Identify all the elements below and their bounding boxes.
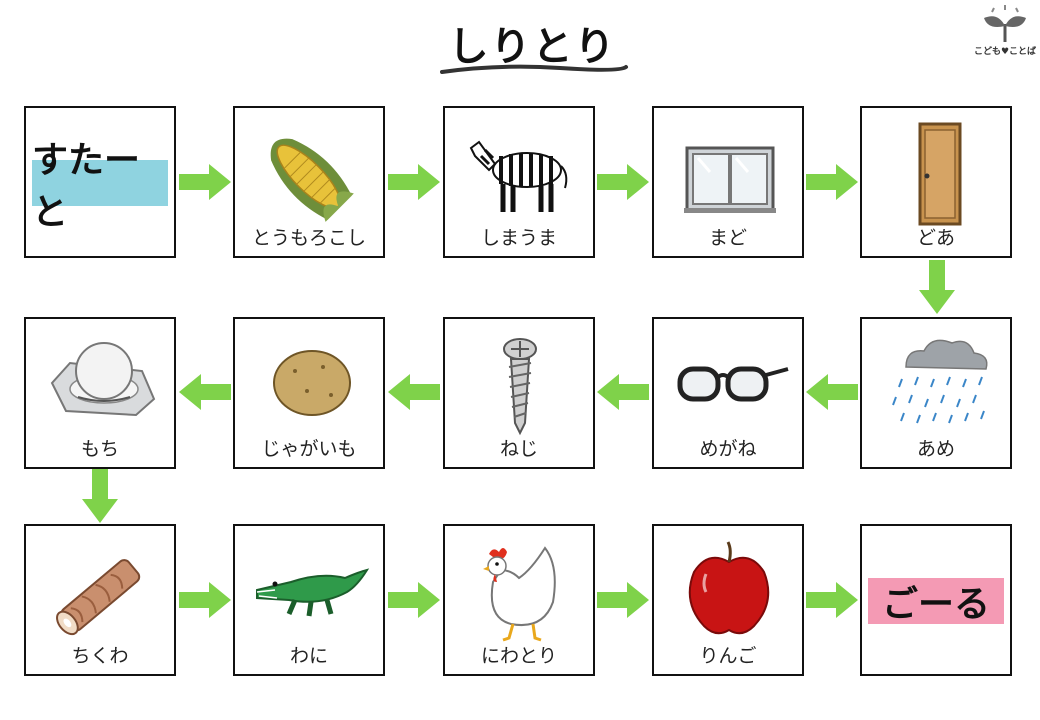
screw-icon (503, 338, 537, 436)
card-apple: りんご (652, 524, 804, 676)
title-underline (440, 64, 628, 74)
card-label: もち (80, 438, 119, 460)
crocodile-icon (256, 568, 370, 617)
card-chikuwa: ちくわ (24, 524, 176, 676)
glasses-icon (677, 366, 789, 402)
card-mochi: もち (24, 317, 176, 469)
arrow-down-icon (919, 260, 955, 314)
card-screw: ねじ (443, 317, 595, 469)
arrow-left-icon (597, 374, 649, 410)
card-glasses: めがね (652, 317, 804, 469)
card-zebra: しまうま (443, 106, 595, 258)
start-card: すたーと (24, 106, 176, 258)
arrow-right-icon (597, 582, 649, 618)
card-label: まど (708, 227, 747, 249)
card-window: まど (652, 106, 804, 258)
logo-text: こども♥ことば (973, 47, 1037, 57)
arrow-right-icon (388, 582, 440, 618)
arrow-left-icon (388, 374, 440, 410)
sprout-logo-icon (984, 5, 1026, 42)
arrow-left-icon (806, 374, 858, 410)
page-title: しりとり (448, 24, 617, 70)
door-icon (918, 122, 962, 226)
card-label: ねじ (499, 438, 538, 460)
card-label: じゃがいも (261, 438, 357, 460)
apple-icon (688, 541, 770, 635)
arrow-right-icon (597, 164, 649, 200)
card-label: どあ (916, 227, 955, 249)
card-label: とうもろこし (251, 227, 366, 249)
card-corn: とうもろこし (233, 106, 385, 258)
arrow-left-icon (179, 374, 231, 410)
potato-icon (273, 350, 351, 416)
card-label: ちくわ (71, 645, 129, 667)
rain-cloud-icon (892, 339, 988, 424)
card-label: めがね (699, 438, 757, 460)
corn-icon (270, 138, 354, 222)
zebra-icon (469, 140, 568, 212)
logo: こども♥ことば (972, 2, 1038, 58)
card-chicken: にわとり (443, 524, 595, 676)
card-label: わに (289, 645, 328, 667)
card-crocodile: わに (233, 524, 385, 676)
card-label: しまうま (480, 227, 557, 249)
mochi-icon (50, 342, 156, 417)
goal-badge: ごーる (868, 578, 1004, 625)
arrow-down-icon (82, 469, 118, 523)
card-door: どあ (860, 106, 1012, 258)
card-rain: あめ (860, 317, 1012, 469)
chicken-icon (483, 546, 556, 642)
arrow-right-icon (179, 164, 231, 200)
start-badge: すたーと (32, 140, 168, 233)
goal-card: ごーる (860, 524, 1012, 676)
arrow-right-icon (806, 582, 858, 618)
card-potato: じゃがいも (233, 317, 385, 469)
card-label: りんご (699, 645, 757, 667)
card-label: あめ (916, 438, 955, 460)
window-icon (684, 146, 776, 213)
arrow-right-icon (806, 164, 858, 200)
arrow-right-icon (179, 582, 231, 618)
card-label: にわとり (480, 645, 557, 667)
chikuwa-icon (56, 559, 141, 636)
arrow-right-icon (388, 164, 440, 200)
